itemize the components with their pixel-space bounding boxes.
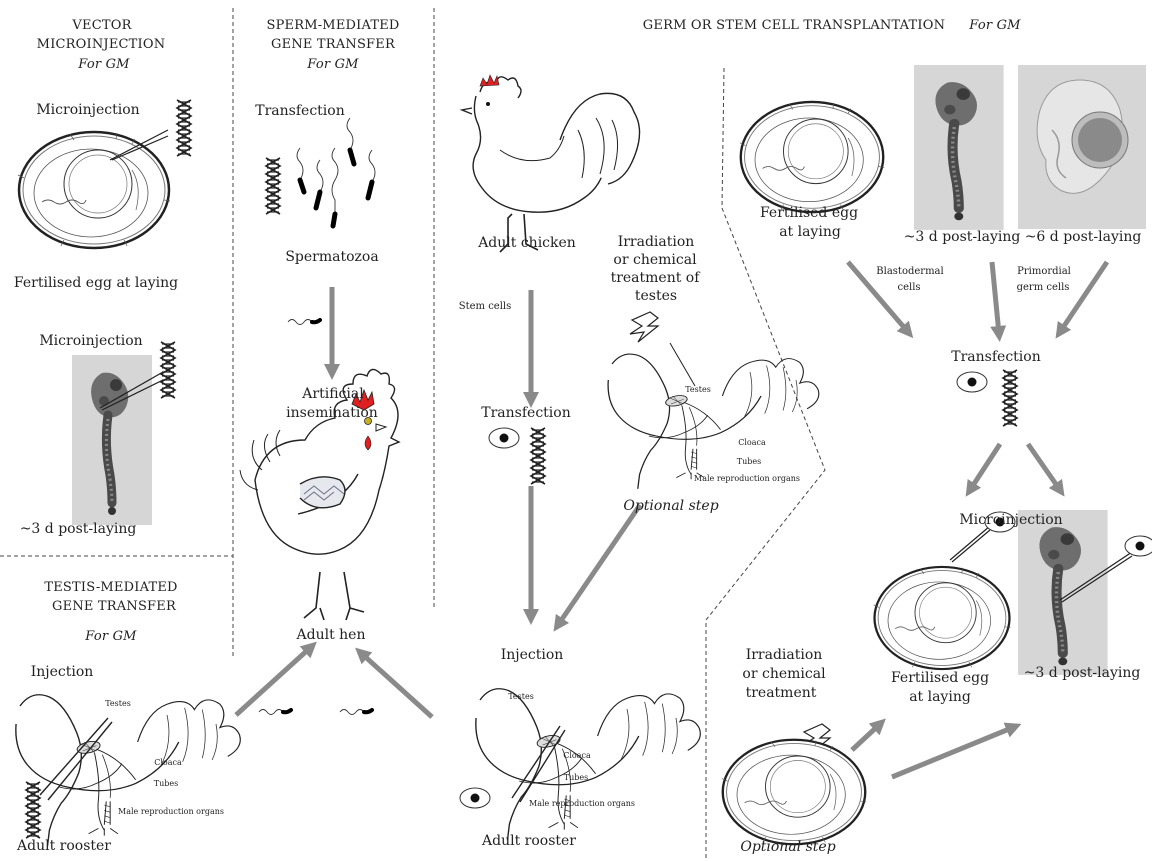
dna-icon <box>177 100 191 156</box>
stage-label: at laying <box>779 224 841 241</box>
anatomy-label: Male reproduction organs <box>694 474 800 484</box>
egg-drawing-germ <box>740 102 884 212</box>
for-gm-label: For GM <box>78 57 129 73</box>
egg-drawing-vector <box>18 132 170 248</box>
treatment-label: or chemical <box>742 666 825 683</box>
stage-label: Spermatozoa <box>285 249 378 266</box>
dna-icon <box>26 782 40 838</box>
sperm-icon <box>259 710 291 715</box>
dna-icon <box>266 158 280 214</box>
step-label: Transfection <box>481 405 570 422</box>
anatomy-label: Male reproduction organs <box>529 799 635 809</box>
cell-type-label: Stem cells <box>459 301 512 313</box>
stage-label: at laying <box>909 689 971 706</box>
section-title: SPERM-MEDIATED <box>266 18 399 34</box>
step-label: Microinjection <box>39 333 142 350</box>
section-title: TESTIS-MEDIATED <box>44 580 177 596</box>
cell-icon <box>460 788 490 808</box>
step-label: Microinjection <box>959 512 1062 529</box>
dna-icon <box>1003 370 1017 426</box>
anatomy-label: Male reproduction organs <box>118 807 224 817</box>
anatomy-label: Cloaca <box>738 438 766 448</box>
treatment-label: Irradiation <box>746 647 823 664</box>
step-label: insemination <box>286 405 378 422</box>
sperm-cluster <box>297 118 375 226</box>
treatment-label: Irradiation <box>618 234 695 251</box>
anatomy-label: Testes <box>508 692 534 702</box>
section-title: VECTOR <box>72 18 131 34</box>
step-label: Artificial <box>302 386 363 403</box>
anatomy-label: Testes <box>685 385 711 395</box>
egg-drawing-optional <box>722 740 866 844</box>
stage-label: Adult hen <box>297 627 366 644</box>
anatomy-label: Tubes <box>737 457 761 467</box>
section-title: MICROINJECTION <box>37 37 166 53</box>
needle-line <box>950 526 990 560</box>
sperm-icon <box>340 710 372 715</box>
needle-line <box>512 726 560 798</box>
rooster-drawing-testis <box>16 695 240 847</box>
stage-label: Fertilised egg <box>760 205 858 222</box>
egg-drawing-microinjection <box>874 567 1011 669</box>
pointer-line <box>670 343 695 386</box>
chicken-eye <box>486 102 490 106</box>
embryo-photo-3d-b <box>1018 510 1108 675</box>
for-gm-label: For GM <box>307 57 358 73</box>
lightning-icon <box>630 312 658 342</box>
sperm-icon <box>288 320 320 325</box>
step-label: Microinjection <box>36 102 139 119</box>
stage-label: Adult rooster <box>482 833 576 850</box>
cell-icon <box>489 428 519 448</box>
stage-label: ~3 d post-laying <box>20 521 137 538</box>
treatment-label: or chemical <box>613 252 696 269</box>
stage-label: ~3 d post-laying <box>904 229 1021 246</box>
optional-step-label: Optional step <box>740 839 835 856</box>
dna-icon <box>531 428 545 484</box>
anatomy-label: Tubes <box>564 773 588 783</box>
cell-type-label: germ cells <box>1017 282 1070 294</box>
anatomy-label: Cloaca <box>563 751 591 761</box>
cell-icon <box>957 372 987 392</box>
section-title: GENE TRANSFER <box>52 599 176 615</box>
embryo-photo-vector <box>72 355 152 525</box>
cell-type-label: cells <box>897 282 920 294</box>
step-label: Injection <box>501 647 564 664</box>
chicken-comb <box>480 75 499 86</box>
for-gm-label: For GM <box>969 18 1020 34</box>
stage-label: Fertilised egg <box>891 670 989 687</box>
embryo-photo-6d <box>1018 65 1146 229</box>
stage-label: ~3 d post-laying <box>1024 665 1141 682</box>
stage-label: ~6 d post-laying <box>1025 229 1142 246</box>
anatomy-label: Testes <box>105 699 131 709</box>
rooster-drawing-injection <box>476 689 700 841</box>
for-gm-label: For GM <box>85 629 136 645</box>
cell-type-label: Blastodermal <box>876 266 943 278</box>
optional-step-label: Optional step <box>623 498 718 515</box>
treatment-label: treatment <box>746 685 817 702</box>
embryo-photo-3d <box>914 65 1004 230</box>
cell-type-label: Primordial <box>1017 266 1071 278</box>
treatment-label: testes <box>635 288 677 305</box>
step-label: Transfection <box>255 103 344 120</box>
anatomy-label: Tubes <box>154 779 178 789</box>
stage-label: Fertilised egg at laying <box>14 275 178 292</box>
step-label: Injection <box>31 664 94 681</box>
section-title: GERM OR STEM CELL TRANSPLANTATION <box>643 18 945 34</box>
section-title: GENE TRANSFER <box>271 37 395 53</box>
anatomy-label: Cloaca <box>154 758 182 768</box>
step-label: Transfection <box>951 349 1040 366</box>
cell-icon <box>1125 536 1152 556</box>
needle-line <box>952 530 990 562</box>
stage-label: Adult chicken <box>478 235 576 252</box>
treatment-label: treatment of <box>611 270 700 287</box>
stage-label: Adult rooster <box>17 838 111 855</box>
dna-icon <box>161 342 175 398</box>
